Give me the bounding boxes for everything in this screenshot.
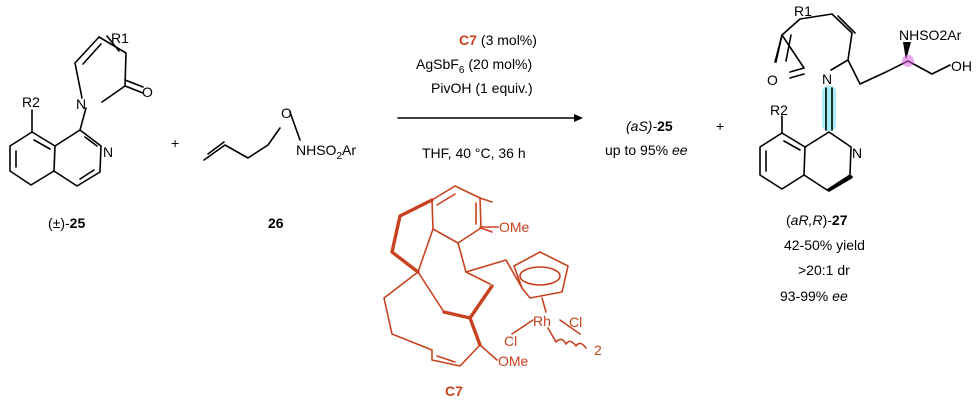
condition-solvent: THF, 40 °C, 36 h: [422, 145, 526, 161]
product-nitrogen-isoquinoline: N: [852, 145, 862, 161]
recovered-label: (aS)-25: [626, 118, 673, 134]
catalyst-chloride-1: Cl: [504, 333, 517, 349]
catalyst-label: C7: [445, 383, 463, 399]
product-label: (aR,R)-27: [786, 212, 848, 228]
product-oxygen: O: [767, 72, 778, 88]
catalyst-rhodium: Rh: [533, 313, 551, 329]
condition-acid: PivOH (1 equiv.): [431, 80, 533, 96]
catalyst-structure: Rh Cl Cl 2 OMe OMe: [383, 185, 602, 369]
product-structure: R1 O N N R2 NHSO2Ar OH: [759, 3, 972, 192]
product-yield: 42-50% yield: [784, 237, 865, 253]
recovered-ee: up to 95% ee: [605, 142, 688, 158]
reaction-arrow: [397, 114, 583, 122]
condition-catalyst: C7(3 mol%): [459, 32, 537, 48]
substrate-oxygen: O: [142, 84, 153, 100]
substrate-structure: R2 R1 O N N: [9, 30, 153, 187]
product-hydroxyl: OH: [951, 58, 972, 74]
substrate-label: (±)-25: [48, 215, 85, 231]
substrate-r1: R1: [111, 30, 129, 46]
product-dr: >20:1 dr: [798, 262, 850, 278]
catalyst-ome-bottom: OMe: [498, 353, 529, 369]
product-sulfonamide: NHSO2Ar: [899, 27, 962, 43]
stereocenter-highlight: [902, 55, 914, 67]
product-r1: R1: [794, 3, 812, 19]
substrate-r2: R2: [22, 94, 40, 110]
reagent-structure: O NHSO2Ar: [203, 105, 356, 162]
reagent-sulfonamide: NHSO2Ar: [296, 142, 356, 162]
product-ee: 93-99% ee: [780, 288, 848, 304]
plus-sign-2: +: [716, 118, 724, 134]
product-r2: R2: [770, 102, 788, 118]
substrate-nitrogen-pyridone: N: [76, 96, 86, 112]
plus-sign-1: +: [171, 135, 179, 151]
reagent-oxygen: O: [281, 105, 292, 121]
catalyst-dimer-subscript: 2: [594, 342, 602, 358]
product-nitrogen-pyridone: N: [822, 71, 832, 87]
reagent-label: 26: [268, 215, 284, 231]
catalyst-chloride-2: Cl: [569, 314, 582, 330]
substrate-nitrogen-isoquinoline: N: [103, 144, 113, 160]
axis-highlight: [822, 86, 836, 131]
condition-silver-salt: AgSbF6(20 mol%): [416, 56, 532, 76]
wedge-bond: [903, 42, 911, 60]
catalyst-ome-top: OMe: [499, 219, 530, 235]
